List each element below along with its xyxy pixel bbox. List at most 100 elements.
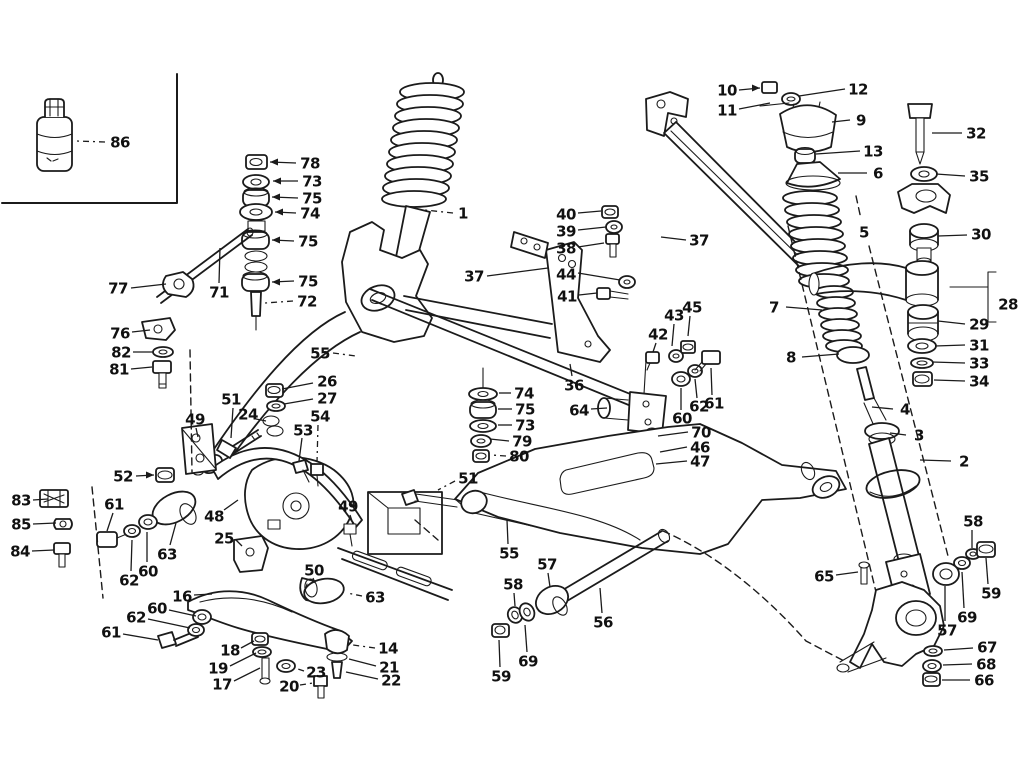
leader-line-39 (577, 226, 607, 231)
link-hardware-column (808, 103, 997, 387)
leader-arrow-75 (272, 236, 280, 244)
leader-line-55 (332, 352, 357, 357)
leader-line-62 (147, 618, 191, 629)
leader-line-47 (655, 460, 688, 465)
part-label-26: 26 (317, 373, 337, 391)
leader-line-55 (506, 519, 509, 545)
part-label-46: 46 (690, 439, 710, 457)
bump-stop-8 (836, 346, 870, 364)
leader-line-63 (169, 522, 177, 546)
part-label-12: 12 (848, 81, 868, 99)
leader-line-31 (934, 344, 966, 347)
part-label-2: 2 (959, 453, 969, 471)
bushing-57-right (932, 562, 960, 586)
leader-line-42 (652, 342, 657, 353)
leader-line-40 (577, 210, 602, 214)
part-label-55: 55 (499, 545, 519, 563)
bolt-81 (152, 360, 172, 389)
leader-line-1 (424, 209, 454, 214)
bolt-32 (907, 103, 933, 165)
part-label-36: 36 (564, 377, 584, 395)
part-label-63: 63 (157, 546, 177, 564)
parts-60-62-61-right (671, 350, 721, 387)
bracket-76 (141, 317, 176, 341)
mount-9 (779, 104, 837, 153)
strut-tower (341, 221, 433, 343)
construction-lines (91, 349, 847, 663)
part-label-81: 81 (109, 361, 129, 379)
nut-34 (912, 371, 933, 387)
washer-60-lower (192, 609, 212, 625)
backing-plate-group (155, 383, 443, 555)
leader-line-67 (943, 647, 974, 651)
washer-69-right (953, 556, 971, 570)
washer-31 (907, 338, 937, 354)
leader-line-4 (871, 406, 894, 410)
leader-arrow-75 (272, 193, 280, 201)
part-label-28: 28 (998, 296, 1018, 314)
leader-line-57 (547, 572, 551, 588)
leader-line-64 (590, 407, 608, 410)
leader-line-34 (933, 379, 966, 382)
bolt-49-right (343, 523, 357, 547)
leader-line-84 (31, 549, 55, 552)
bracket-37-center (545, 241, 611, 363)
leader-line-61 (106, 512, 114, 532)
leader-line-85 (32, 522, 57, 525)
leader-line-41 (578, 292, 598, 296)
leader-line-37 (660, 236, 687, 241)
nut-26 (265, 383, 284, 398)
leader-line-23 (294, 667, 305, 672)
part-label-79: 79 (512, 433, 532, 451)
inset-box (1, 73, 178, 204)
leader-line-62 (694, 378, 698, 399)
stack-18-19-17 (251, 632, 272, 685)
washer-33 (910, 357, 934, 369)
part-label-72: 72 (297, 293, 317, 311)
pin-65 (858, 561, 870, 585)
leader-line-51 (230, 407, 234, 439)
washer-62-lower (187, 623, 205, 637)
part-label-31: 31 (969, 337, 989, 355)
leader-line-86 (75, 140, 106, 143)
bolt-51-center (401, 489, 459, 508)
leader-line-80 (490, 454, 507, 457)
part-label-22: 22 (381, 672, 401, 690)
leader-arrow-52 (146, 471, 154, 479)
part-label-37: 37 (689, 232, 709, 250)
leader-line-51 (437, 480, 456, 491)
part-label-58: 58 (963, 513, 983, 531)
leader-line-14 (352, 644, 376, 649)
steering-knuckle (836, 541, 996, 687)
leader-line-21 (348, 658, 377, 667)
dust-boot (782, 190, 870, 364)
link-arm-28 (808, 260, 939, 307)
part-label-74: 74 (300, 205, 320, 223)
part-label-29: 29 (969, 316, 989, 334)
leader-line-36 (569, 363, 573, 377)
leader-line-56 (599, 587, 603, 614)
lower-control-arm-55 (401, 423, 847, 555)
part-label-1: 1 (458, 205, 468, 223)
part-label-24: 24 (238, 406, 258, 424)
strut-group-outline (787, 195, 949, 593)
part-label-77: 77 (108, 280, 128, 298)
leader-line-45 (687, 315, 691, 337)
part-label-62: 62 (689, 398, 709, 416)
leader-line-8 (801, 353, 840, 358)
leader-line-2 (919, 459, 952, 462)
part-label-61: 61 (704, 395, 724, 413)
part-label-75: 75 (302, 190, 322, 208)
part-label-9: 9 (856, 112, 866, 130)
part-label-59: 59 (491, 668, 511, 686)
part-label-75: 75 (515, 401, 535, 419)
part-label-33: 33 (969, 355, 989, 373)
leader-line-37 (486, 267, 549, 277)
leader-line-72 (264, 300, 294, 304)
nut-66 (922, 672, 941, 687)
part-label-42: 42 (648, 326, 668, 344)
leader-line-69 (961, 571, 965, 609)
leader-line-63 (346, 592, 363, 597)
part-label-13: 13 (863, 143, 883, 161)
